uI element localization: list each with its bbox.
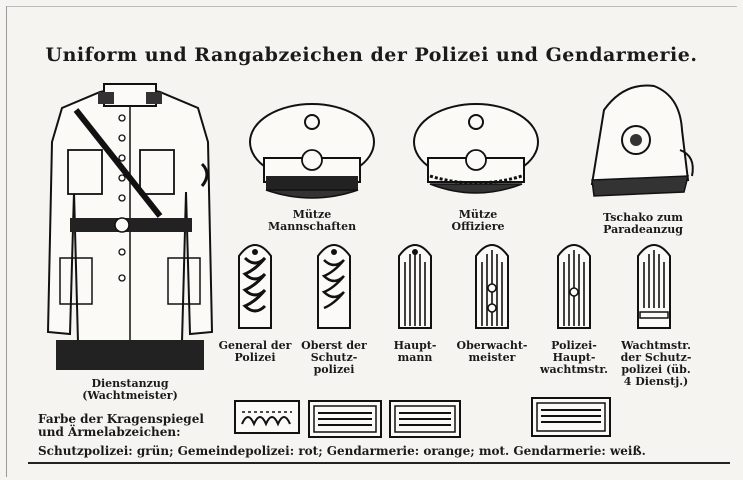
frame-border [6, 6, 737, 477]
label-tschako: Tschako zum Paradeanzug [603, 211, 683, 236]
cap-mannschaften-illustration [249, 103, 375, 199]
legend-heading: Farbe der Kragenspiegel und Ärmelabzeich… [38, 412, 204, 439]
label-dienstanzug: Dienstanzug (Wachtmeister) [82, 377, 178, 402]
collar-patch-general [234, 400, 300, 434]
label-wachtmeister: Wachtmstr. der Schutz- polizei (üb. 4 Di… [620, 339, 692, 388]
cap-offiziere-illustration [413, 103, 539, 194]
label-hauptmann: Haupt- mann [393, 339, 437, 364]
bottom-rule [28, 462, 730, 464]
shoulder-board-wachtmeister [637, 244, 671, 329]
legend-colors: Schutzpolizei: grün; Gemeindepolizei: ro… [38, 444, 646, 458]
tschako-illustration [590, 84, 694, 197]
shoulder-board-oberst [317, 244, 351, 329]
label-polizei-hauptwachtmeister: Polizei- Haupt- wachtmstr. [540, 339, 608, 376]
label-muetze-mannschaften: Mütze Mannschaften [267, 208, 357, 233]
collar-patch-hauptmann [389, 400, 461, 438]
uniform-tunic-illustration [46, 83, 214, 370]
shoulder-board-general [238, 244, 272, 329]
label-oberwachtmeister: Oberwacht- meister [456, 339, 528, 364]
label-general: General der Polizei [218, 339, 292, 364]
collar-patch-oberst [308, 400, 382, 438]
page-title: Uniform und Rangabzeichen der Polizei un… [45, 44, 698, 66]
shoulder-board-polizei-hauptwachtmeister [557, 244, 591, 329]
label-oberst: Oberst der Schutz- polizei [301, 339, 367, 376]
label-muetze-offiziere: Mütze Offiziere [451, 208, 505, 233]
shoulder-board-hauptmann [398, 244, 432, 329]
collar-patch-wachtmeister [531, 397, 611, 437]
shoulder-board-oberwachtmeister [475, 244, 509, 329]
